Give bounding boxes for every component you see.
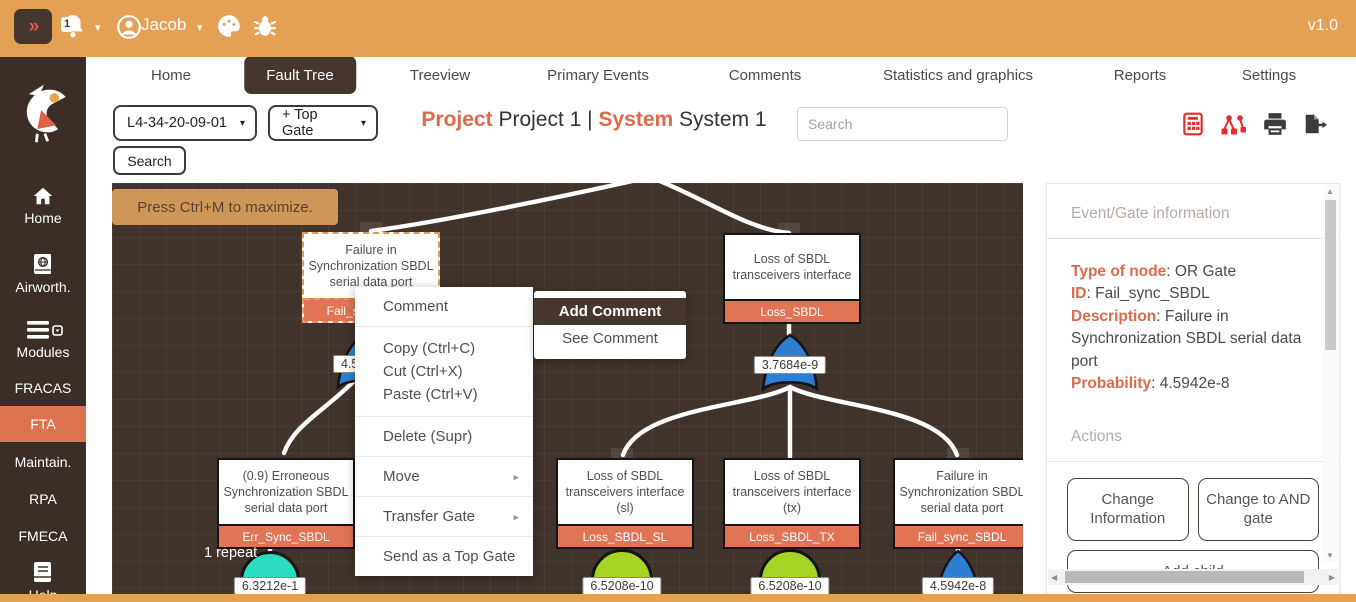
menu-item-move[interactable]: Move ▸ [383, 468, 519, 485]
context-menu: Comment Copy (Ctrl+C) Cut (Ctrl+X) Paste… [355, 287, 533, 576]
node-id-badge: Loss_SBDL [725, 299, 859, 322]
sidebar-item-fta[interactable]: FTA [0, 406, 86, 442]
sidebar-collapse-button[interactable]: » [14, 9, 52, 44]
sidebar-item-home[interactable]: Home [0, 185, 86, 226]
tab-primary-events[interactable]: Primary Events [547, 66, 649, 84]
submenu-arrow-icon: ▸ [513, 471, 519, 483]
node-id-badge: Loss_SBDL_SL [558, 524, 692, 547]
menu-item-transfer-gate[interactable]: Transfer Gate ▸ [383, 508, 519, 525]
comment-submenu: Add Comment See Comment [534, 291, 686, 359]
notification-badge: 1 [61, 17, 74, 32]
caret-down-icon[interactable]: ▾ [95, 22, 101, 34]
export-icon[interactable] [1302, 111, 1328, 137]
node-id-badge: Fail_sync_SBDL [895, 524, 1023, 547]
menu-item-send-top-gate[interactable]: Send as a Top Gate [383, 548, 516, 565]
sidebar-item-fracas[interactable]: FRACAS [14, 380, 72, 396]
fault-tree-diagram-icon[interactable] [1220, 111, 1246, 137]
search-input[interactable] [797, 107, 1008, 141]
tab-comments[interactable]: Comments [728, 66, 802, 84]
node-anchor [360, 222, 382, 232]
info-panel-title: Event/Gate information [1047, 184, 1339, 239]
menu-item-paste[interactable]: Paste (Ctrl+V) [383, 386, 478, 403]
caret-down-icon: ▾ [239, 117, 245, 129]
node-id-badge: Loss_SBDL_TX [725, 524, 859, 547]
menu-item-comment[interactable]: Comment [383, 298, 449, 315]
node-anchor [778, 223, 800, 233]
node-anchor [947, 448, 969, 458]
sidebar-item-airworthiness[interactable]: Airworth. [0, 252, 86, 295]
submenu-item-see-comment[interactable]: See Comment [562, 330, 658, 347]
scroll-right-icon[interactable]: ▶ [1328, 573, 1335, 582]
maximize-hint: Press Ctrl+M to maximize. [112, 189, 338, 225]
double-chevron-icon: » [28, 15, 39, 37]
node-info: Type of node: OR Gate ID: Fail_sync_SBDL… [1047, 239, 1339, 412]
repeat-note: 1 repeat [204, 545, 258, 561]
probability-box: 6.5208e-10 [750, 577, 830, 595]
tab-settings[interactable]: Settings [1241, 66, 1297, 84]
tree-select-dropdown[interactable]: L4-34-20-09-01 ▾ [113, 105, 257, 141]
palette-icon[interactable] [216, 13, 242, 39]
airworthiness-book-icon [34, 254, 51, 274]
fault-tree-node[interactable]: Loss of SBDL transceivers interface Loss… [723, 233, 861, 324]
info-field: Probability: 4.5942e-8 [1071, 375, 1230, 393]
fault-tree-node[interactable]: Loss of SBDL transceivers interface (tx)… [723, 458, 861, 549]
bug-icon[interactable] [252, 13, 278, 39]
fault-tree-canvas[interactable]: Press Ctrl+M to maximize. Failure in Syn… [112, 183, 1023, 595]
fault-tree-node[interactable]: Loss of SBDL transceivers interface (sl)… [556, 458, 694, 549]
submenu-arrow-icon: ▸ [513, 511, 519, 523]
project-system-title: Project Project 1 | System System 1 [421, 108, 767, 131]
probability-box: 6.5208e-10 [582, 577, 662, 595]
submenu-item-add-comment[interactable]: Add Comment [534, 298, 686, 325]
sidebar-item-modules[interactable]: Modules [0, 319, 86, 360]
user-menu[interactable]: Jacob [141, 15, 187, 34]
horizontal-scroll-thumb[interactable] [1065, 571, 1304, 583]
tab-reports[interactable]: Reports [1113, 66, 1167, 84]
user-icon [117, 15, 141, 39]
vertical-scroll-thumb[interactable] [1325, 200, 1336, 350]
caret-down-icon[interactable]: ▾ [197, 22, 203, 34]
menu-item-delete[interactable]: Delete (Supr) [383, 428, 473, 445]
fault-tree-node[interactable]: Failure in Synchronization SBDL serial d… [893, 458, 1023, 549]
app-logo-bird-icon [26, 84, 66, 143]
info-field: Description: Failure in Synchronization … [1071, 307, 1302, 370]
sidebar-item-rpa[interactable]: RPA [29, 491, 57, 507]
scroll-up-icon[interactable]: ▲ [1326, 187, 1334, 196]
info-field: Type of node: OR Gate [1071, 263, 1237, 280]
home-icon [33, 187, 53, 205]
menu-item-cut[interactable]: Cut (Ctrl+X) [383, 363, 463, 380]
probability-box: 4.5942e-8 [921, 577, 995, 595]
probability-box: 3.7684e-9 [753, 356, 827, 374]
change-to-and-gate-button[interactable]: Change to AND gate [1197, 477, 1319, 541]
top-gate-dropdown[interactable]: + Top Gate ▾ [268, 105, 378, 141]
topbar: » 1 ▾ Jacob ▾ v1.0 [0, 0, 1356, 57]
probability-box: 6.3212e-1 [233, 577, 307, 595]
vertical-scrollbar[interactable]: ▲ ▼ [1323, 185, 1338, 562]
tab-home[interactable]: Home [150, 66, 192, 84]
node-id-badge: Err_Sync_SBDL [219, 524, 353, 547]
node-anchor [611, 448, 633, 458]
caret-down-icon: ▾ [360, 117, 366, 129]
menu-item-copy[interactable]: Copy (Ctrl+C) [383, 340, 476, 357]
actions-title: Actions [1047, 412, 1339, 462]
change-information-button[interactable]: Change Information [1067, 477, 1189, 541]
info-field: ID: Fail_sync_SBDL [1071, 285, 1210, 303]
fault-tree-node[interactable]: (0.9) Erroneous Synchronization SBDL ser… [217, 458, 355, 549]
horizontal-scrollbar[interactable]: ◀ ▶ [1048, 569, 1338, 585]
app-version: v1.0 [1307, 17, 1338, 34]
tab-fault-tree[interactable]: Fault Tree [244, 56, 356, 94]
sidebar-item-fmeca[interactable]: FMECA [18, 528, 68, 544]
search-button[interactable]: Search [113, 146, 186, 175]
sidebar-item-maintain[interactable]: Maintain. [14, 454, 72, 470]
calculator-icon[interactable] [1180, 111, 1206, 137]
scroll-down-icon[interactable]: ▼ [1326, 551, 1334, 560]
scroll-left-icon[interactable]: ◀ [1051, 573, 1058, 582]
help-book-icon [34, 562, 51, 582]
sidebar: Home Airworth. Modules FRACAS FTA [0, 57, 86, 602]
tab-statistics[interactable]: Statistics and graphics [882, 66, 1034, 84]
bottom-border-strip [0, 594, 1356, 602]
tab-treeview[interactable]: Treeview [409, 66, 471, 84]
modules-bars-icon [27, 321, 63, 339]
info-panel: Event/Gate information Type of node: OR … [1046, 183, 1340, 595]
printer-icon[interactable] [1262, 111, 1288, 137]
